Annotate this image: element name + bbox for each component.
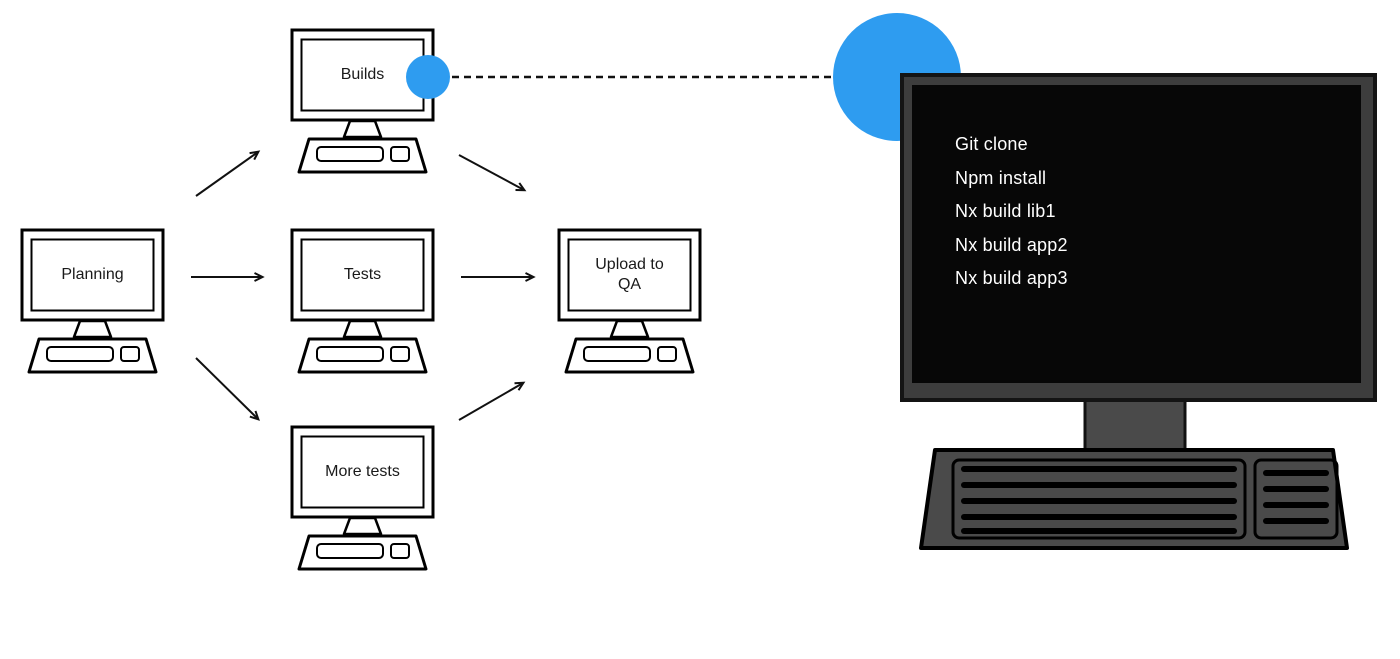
terminal-output: Git clone Npm install Nx build lib1 Nx b… — [955, 128, 1315, 296]
node-label-builds: Builds — [340, 66, 385, 83]
terminal-line: Nx build app2 — [955, 234, 1068, 255]
arrow-planning-to-builds — [195, 150, 261, 197]
workstation-illustration — [900, 73, 1377, 550]
keyboard-numpad-rows — [1263, 470, 1329, 524]
node-label-tests: Tests — [343, 266, 382, 283]
arrow-planning-to-more-tests — [195, 357, 260, 421]
keyboard-main-block — [951, 458, 1247, 540]
computer-icon — [557, 228, 702, 374]
node-label-planning: Planning — [61, 266, 124, 283]
keyboard-numpad-block — [1253, 458, 1339, 540]
keyboard-key-rows — [961, 466, 1237, 534]
terminal-line: Npm install — [955, 167, 1047, 188]
node-tests: Tests — [290, 228, 435, 376]
node-planning: Planning — [20, 228, 165, 376]
workstation-detail: Git clone Npm install Nx build lib1 Nx b… — [895, 70, 1385, 560]
workstation-screen — [912, 85, 1361, 383]
computer-icon — [290, 228, 435, 374]
node-upload-qa: Upload to QA — [557, 228, 702, 376]
node-label-upload-qa: Upload to QA — [595, 256, 664, 293]
node-label-more-tests: More tests — [325, 463, 400, 480]
arrow-more-tests-to-upload — [458, 381, 526, 421]
terminal-line: Git clone — [955, 134, 1028, 154]
computer-icon — [290, 425, 435, 571]
node-builds: Builds — [290, 28, 435, 176]
arrow-builds-to-upload — [458, 154, 527, 192]
terminal-line: Nx build lib1 — [955, 201, 1056, 221]
terminal-line: Nx build app3 — [955, 268, 1068, 288]
workstation-stand — [1083, 393, 1187, 459]
computer-icon — [20, 228, 165, 374]
node-more-tests: More tests — [290, 425, 435, 573]
